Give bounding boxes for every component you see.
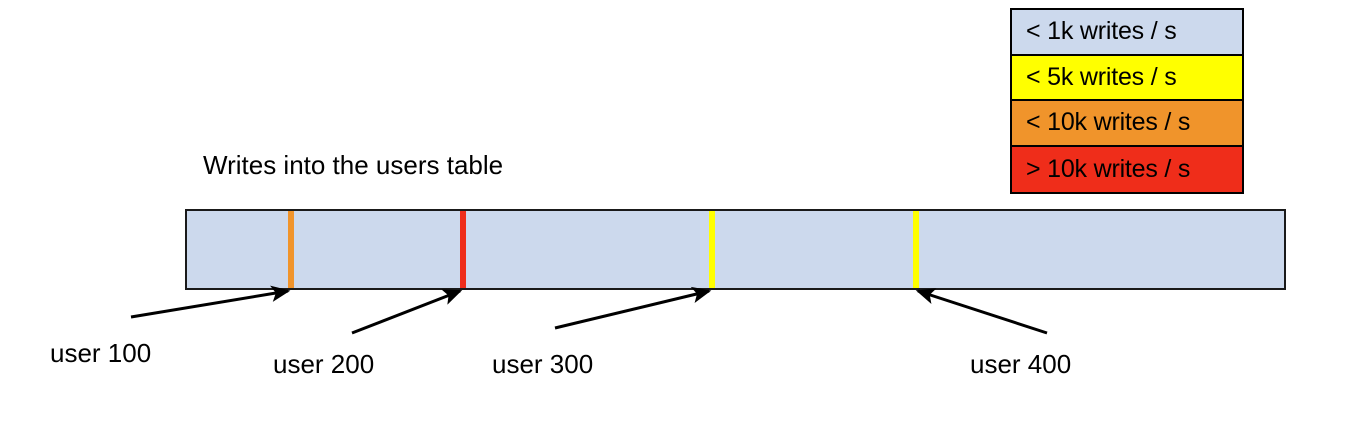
legend-item-lt-10k: < 10k writes / s bbox=[1012, 101, 1242, 147]
marker-stripe-user-100 bbox=[288, 211, 294, 288]
callout-arrow-user-300 bbox=[554, 286, 712, 330]
legend-item-gt-10k: > 10k writes / s bbox=[1012, 146, 1242, 192]
callout-arrow-user-200 bbox=[351, 289, 463, 335]
legend-item-lt-5k: < 5k writes / s bbox=[1012, 55, 1242, 101]
user-label-300: user 300 bbox=[492, 349, 594, 379]
legend: < 1k writes / s < 5k writes / s < 10k wr… bbox=[1010, 8, 1244, 194]
user-label-100: user 100 bbox=[50, 338, 152, 368]
legend-item-label: < 10k writes / s bbox=[1026, 108, 1191, 137]
legend-item-label: < 1k writes / s bbox=[1026, 17, 1177, 46]
marker-stripe-user-300 bbox=[709, 211, 715, 288]
chart-title: Writes into the users table bbox=[203, 150, 504, 180]
legend-item-label: < 5k writes / s bbox=[1026, 62, 1177, 91]
marker-stripe-user-200 bbox=[460, 211, 466, 288]
legend-item-label: > 10k writes / s bbox=[1026, 154, 1191, 183]
user-label-200: user 200 bbox=[273, 349, 375, 379]
legend-item-lt-1k: < 1k writes / s bbox=[1012, 10, 1242, 56]
users-table-bar bbox=[185, 209, 1286, 290]
marker-stripe-user-400 bbox=[913, 211, 919, 288]
callout-arrow-user-400 bbox=[915, 288, 1048, 335]
callout-arrow-user-100 bbox=[130, 285, 291, 319]
user-label-400: user 400 bbox=[970, 349, 1072, 379]
